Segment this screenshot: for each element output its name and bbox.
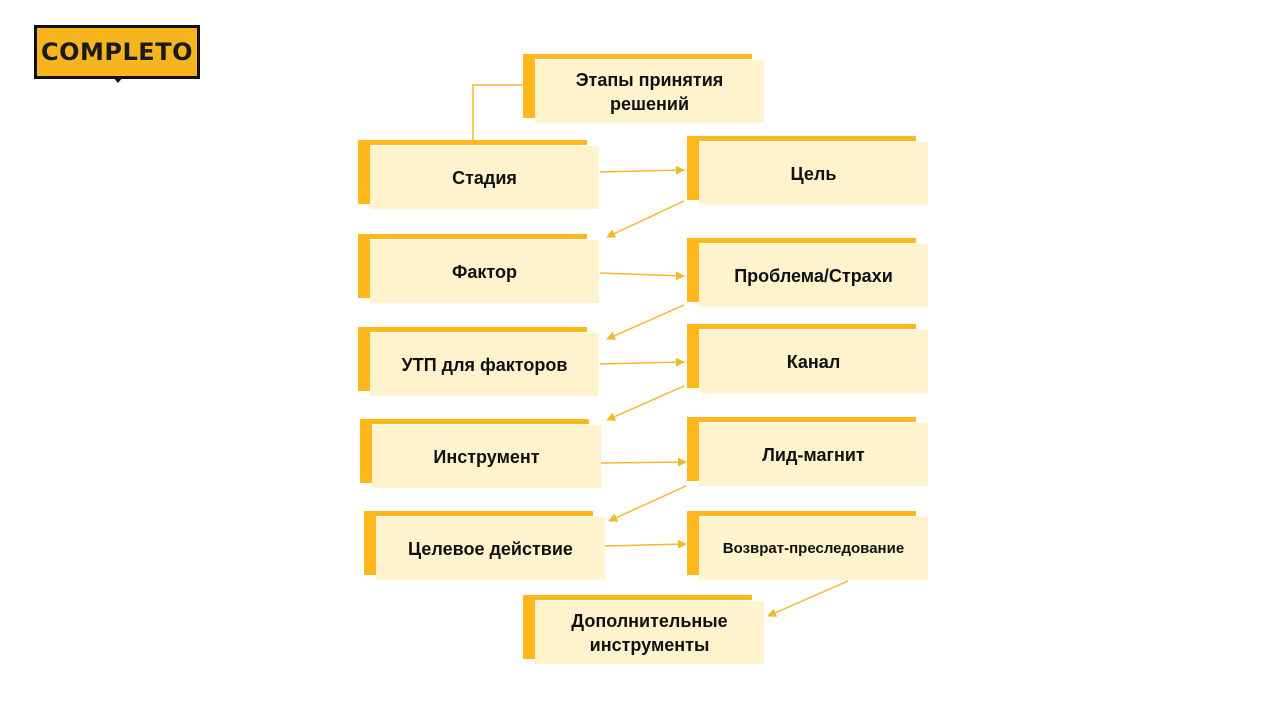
- node-usp: УТП для факторов: [370, 333, 599, 396]
- completo-logo: COMPLETO: [34, 25, 200, 79]
- node-frame-root: [523, 54, 752, 118]
- node-extra-tools-label: Дополнительные инструменты: [571, 610, 728, 655]
- arrow-retargeting-extra: [767, 580, 849, 617]
- arrow-problem-usp: [606, 304, 685, 340]
- node-lead-magnet-label: Лид-магнит: [762, 444, 865, 465]
- node-frame-retargeting: [687, 511, 916, 575]
- node-lead-magnet: Лид-магнит: [699, 423, 928, 486]
- node-root: Этапы принятия решений: [535, 60, 764, 123]
- arrow-stage-goal: [599, 165, 685, 175]
- node-frame-target-action: [364, 511, 593, 575]
- arrow-channel-tool: [606, 385, 685, 421]
- connector-root-stage: [472, 84, 523, 141]
- node-factor-label: Фактор: [452, 261, 517, 282]
- node-target-action: Целевое действие: [376, 517, 605, 580]
- node-channel-label: Канал: [786, 351, 841, 372]
- node-target-action-label: Целевое действие: [408, 538, 573, 559]
- node-retargeting: Возврат-преследование: [699, 517, 928, 580]
- arrow-tool-leadmagnet: [600, 457, 687, 467]
- logo-text: COMPLETO: [41, 38, 193, 66]
- arrow-target-retargeting: [604, 539, 687, 549]
- node-problem: Проблема/Страхи: [699, 244, 928, 307]
- logo-pointer: [112, 76, 124, 83]
- node-factor: Фактор: [370, 240, 599, 303]
- node-extra-tools: Дополнительные инструменты: [535, 601, 764, 664]
- arrow-goal-factor: [606, 200, 685, 238]
- node-problem-label: Проблема/Страхи: [734, 265, 893, 286]
- node-stage-label: Стадия: [452, 167, 517, 188]
- node-stage: Стадия: [370, 146, 599, 209]
- node-frame-channel: [687, 324, 916, 388]
- arrow-usp-channel: [599, 357, 685, 367]
- node-goal-label: Цель: [790, 163, 837, 184]
- arrow-factor-problem: [599, 271, 685, 281]
- node-frame-stage: [358, 140, 587, 204]
- node-frame-tool: [360, 419, 589, 483]
- node-frame-lead-magnet: [687, 417, 916, 481]
- node-frame-problem: [687, 238, 916, 302]
- node-tool: Инструмент: [372, 425, 601, 488]
- node-frame-extra-tools: [523, 595, 752, 659]
- node-channel: Канал: [699, 330, 928, 393]
- arrow-leadmagnet-target: [608, 485, 687, 522]
- node-tool-label: Инструмент: [433, 446, 540, 467]
- node-goal: Цель: [699, 142, 928, 205]
- node-root-label: Этапы принятия решений: [575, 69, 724, 114]
- node-frame-usp: [358, 327, 587, 391]
- node-frame-factor: [358, 234, 587, 298]
- node-retargeting-label: Возврат-преследование: [722, 539, 905, 557]
- node-usp-label: УТП для факторов: [401, 354, 568, 375]
- node-frame-goal: [687, 136, 916, 200]
